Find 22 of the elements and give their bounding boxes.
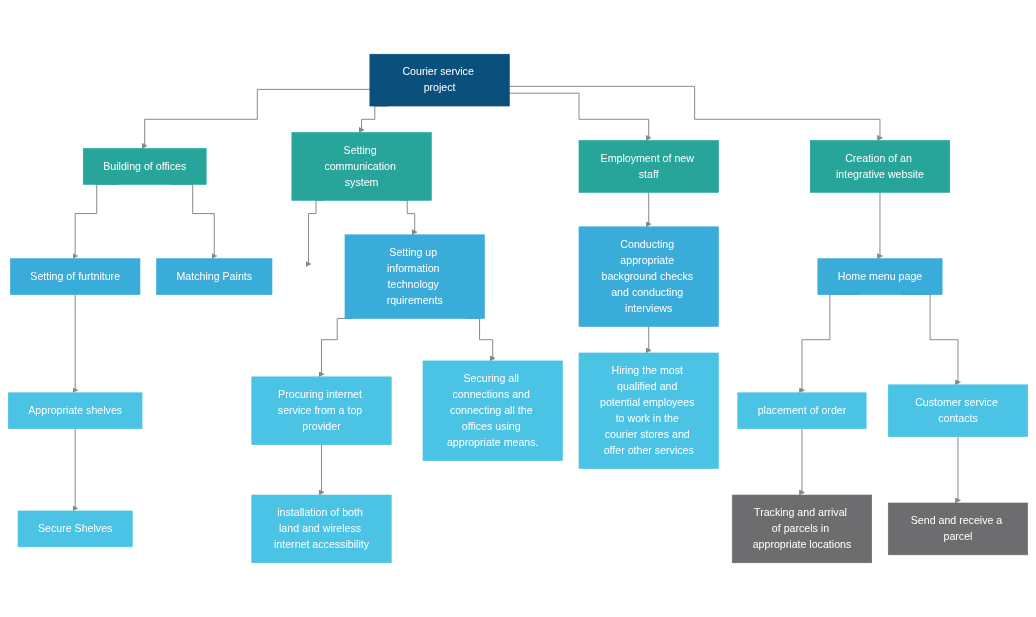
node-box: Creation of an integrative website: [809, 140, 950, 193]
arrow: [955, 436, 961, 504]
node-box: Employment of new staff: [578, 140, 719, 193]
node-box: Setting communication system: [291, 132, 432, 201]
node-box: Setting of furtniture: [10, 258, 141, 295]
node-box: Matching Paints: [156, 258, 273, 295]
node-box: Building of offices: [82, 148, 207, 185]
node-box: Home menu page: [817, 258, 943, 295]
node-box: Send and receive a parcel: [887, 502, 1028, 556]
node-box: Hiring the most qualified and potential employees to work in the courier stores and offer other services: [578, 352, 719, 469]
node-box: Procuring internet service from a top provider: [251, 376, 392, 445]
node-box: Securing all connections and connecting all the offices using appropriate means.: [422, 360, 563, 461]
node-box: Conducting appropriate background checks and conducting interviews: [578, 226, 719, 327]
node-box: Appropriate shelves: [8, 392, 143, 429]
node-box: Customer service contacts: [887, 384, 1028, 437]
node-box: Courier service project: [369, 53, 510, 107]
node-box: Secure Shelves: [17, 510, 133, 548]
node-box: placement of order: [737, 392, 867, 429]
arrow: [645, 325, 652, 354]
node-box: installation of both land and wireless internet accessibility: [251, 494, 392, 564]
node-box: Tracking and arrival of parcels in appropriate locations: [731, 494, 872, 564]
node-box: Setting up information technology rquirements: [344, 234, 485, 319]
